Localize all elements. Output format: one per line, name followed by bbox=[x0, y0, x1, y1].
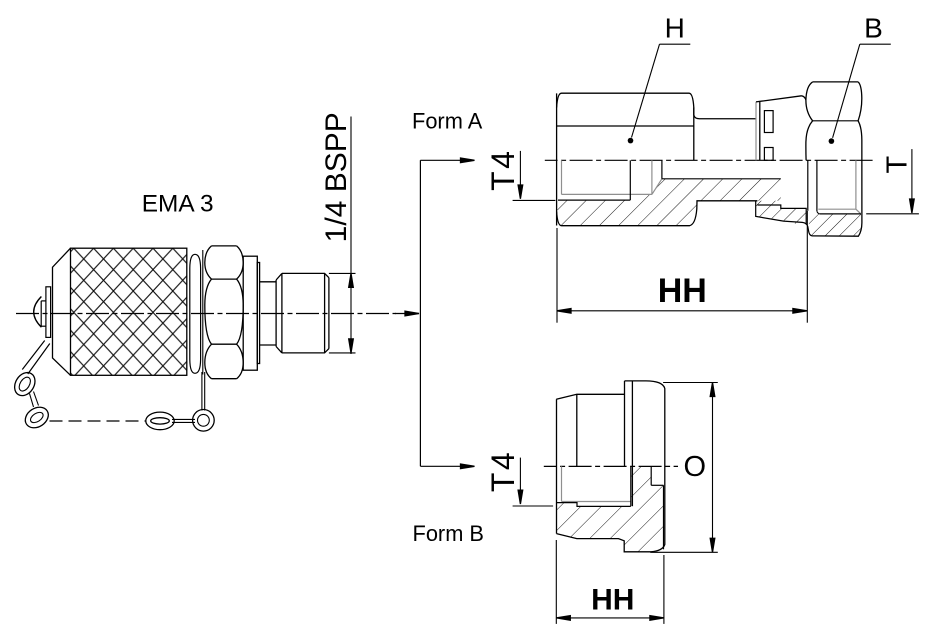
svg-text:HH: HH bbox=[591, 583, 634, 616]
svg-text:HH: HH bbox=[658, 272, 707, 310]
svg-text:B: B bbox=[864, 12, 883, 43]
svg-text:Form B: Form B bbox=[413, 521, 484, 546]
svg-text:O: O bbox=[684, 451, 707, 483]
svg-text:EMA 3: EMA 3 bbox=[142, 190, 214, 217]
svg-text:T: T bbox=[882, 155, 914, 173]
svg-text:T4: T4 bbox=[485, 450, 521, 492]
svg-text:T4: T4 bbox=[485, 149, 521, 191]
svg-text:1/4 BSPP: 1/4 BSPP bbox=[320, 112, 353, 242]
svg-text:H: H bbox=[665, 12, 685, 43]
svg-text:Form A: Form A bbox=[412, 108, 483, 133]
